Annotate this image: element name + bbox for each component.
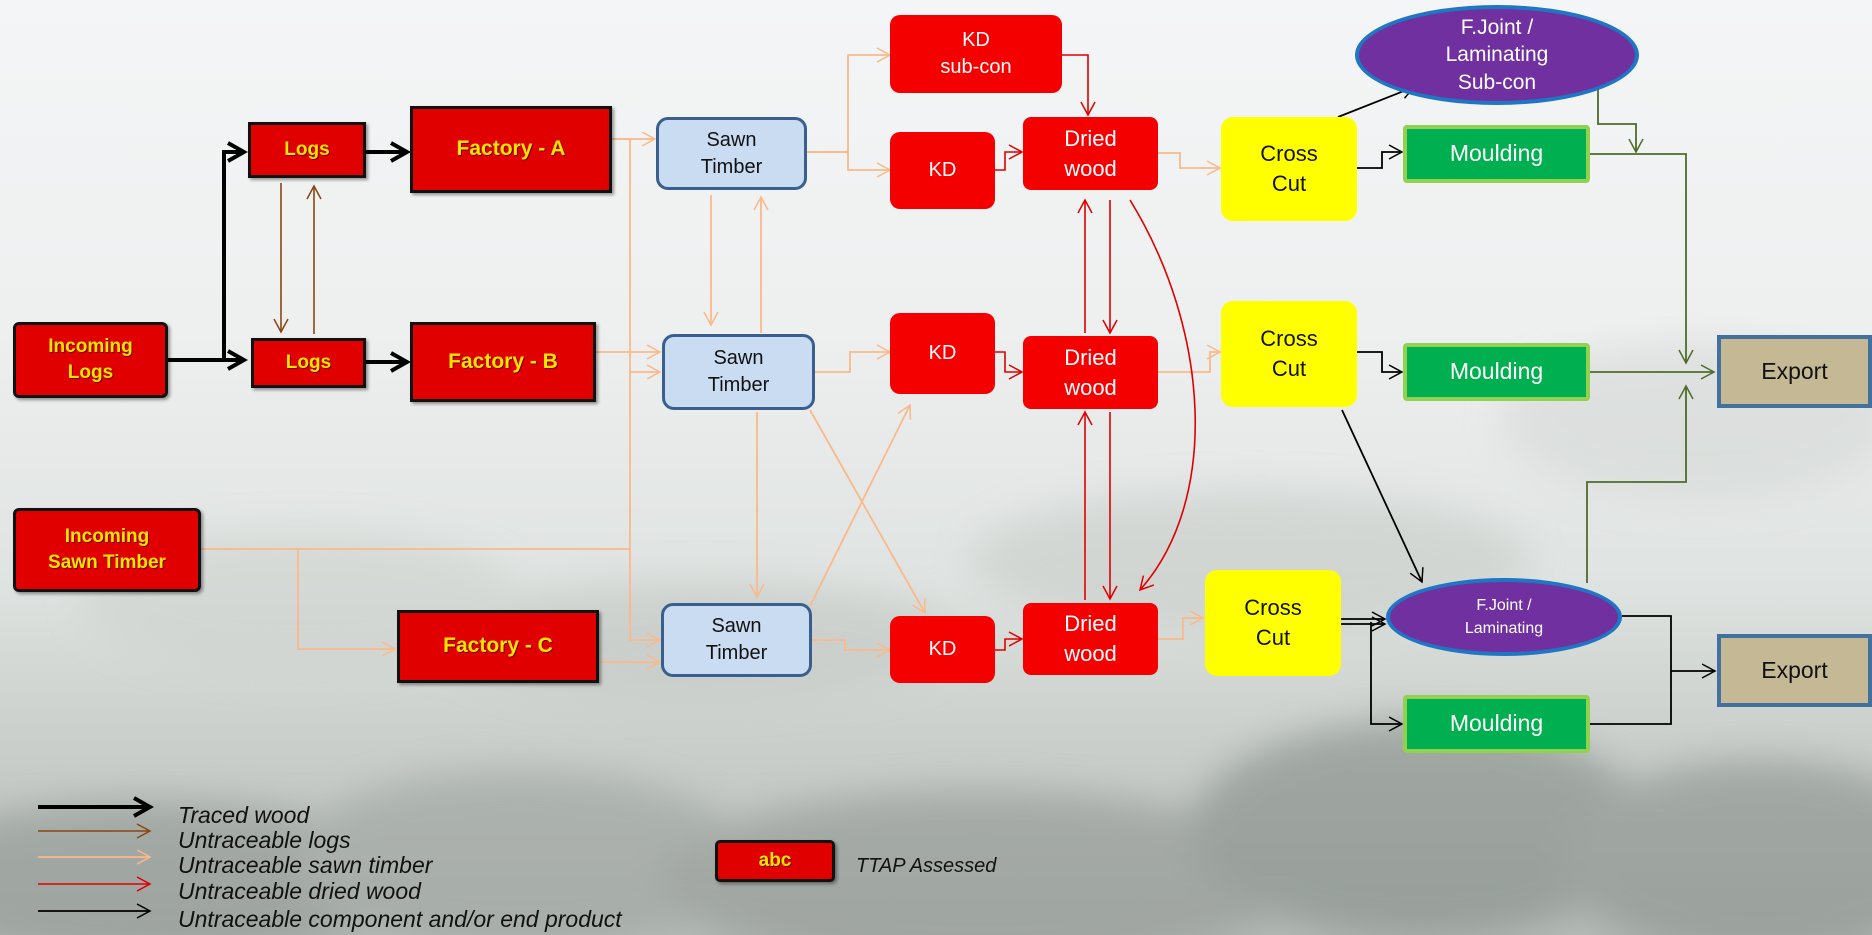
kd-2-node: KD (890, 313, 995, 394)
legend-ttap-label: TTAP Assessed (856, 855, 997, 877)
legend-logs-label: Untraceable logs (178, 827, 351, 853)
edge-factory-a-to-sawn-3 (629, 372, 662, 648)
dried-wood-2-node: Dried wood (1023, 336, 1158, 409)
edge-kd-3-to-dried-3 (995, 631, 1024, 651)
dried-wood-3-node: Dried wood (1023, 603, 1158, 675)
logs-top-node: Logs (248, 122, 366, 178)
edge-sawn-2-to-kd-3 (809, 409, 926, 615)
sawn-timber-3-node: Sawn Timber (661, 603, 812, 677)
edge-sawn-1-to-kd-1 (807, 151, 892, 178)
edge-dried-1-to-dried-3 (1129, 199, 1196, 592)
moulding-2-node: Moulding (1403, 343, 1590, 401)
edge-moulding-3-to-export-2 (1590, 671, 1672, 725)
logs-mid-node: Logs (251, 338, 366, 388)
kd-1-node: KD (890, 132, 995, 209)
edge-dried-2-to-cross-2 (1158, 344, 1222, 373)
legend-component-label: Untraceable component and/or end product (178, 906, 622, 932)
edge-kd-2-to-dried-2 (995, 351, 1024, 380)
edge-cross-1-to-moulding-1 (1357, 144, 1404, 169)
factory-b-node: Factory - B (410, 322, 596, 402)
cross-cut-3-node: Cross Cut (1205, 570, 1341, 676)
sawn-timber-2-node: Sawn Timber (662, 334, 815, 410)
moulding-1-node: Moulding (1403, 125, 1590, 183)
edge-cross-2-to-moulding-2 (1357, 351, 1404, 380)
sawn-timber-1-node: Sawn Timber (656, 117, 807, 190)
edge-dried-3-to-cross-3 (1158, 610, 1205, 640)
kd-3-node: KD (890, 616, 995, 683)
edge-factory-a-to-sawn-2 (612, 138, 662, 380)
kd-subcon-node: KD sub-con (890, 15, 1062, 93)
export-2-node: Export (1717, 634, 1872, 707)
legend-dried-label: Untraceable dried wood (178, 878, 421, 904)
fjoint-laminating-subcon-node: F.Joint / Laminating Sub-con (1355, 5, 1639, 105)
export-1-node: Export (1717, 335, 1872, 408)
legend-ttap-sample: abc (715, 840, 835, 882)
moulding-3-node: Moulding (1403, 695, 1590, 753)
edge-fj-lam-to-export-1 (1586, 384, 1694, 583)
cross-cut-2-node: Cross Cut (1221, 301, 1357, 407)
fjoint-laminating-node: F.Joint / Laminating (1386, 578, 1622, 656)
edge-incoming-logs-to-logs-top (168, 152, 244, 362)
cross-cut-1-node: Cross Cut (1221, 117, 1357, 221)
edge-sawn-3-to-kd-2 (809, 403, 912, 607)
factory-c-node: Factory - C (397, 610, 599, 683)
edge-sawn-3-to-kd-3 (810, 639, 892, 658)
edge-fj-subcon-to-moulding-1 (1597, 89, 1644, 154)
legend-sawn-label: Untraceable sawn timber (178, 852, 433, 878)
edge-sawn-2-to-kd-2 (815, 344, 892, 373)
dried-wood-1-node: Dried wood (1023, 117, 1158, 190)
edge-sawn-1-to-kd-subcon (807, 47, 892, 153)
edge-moulding-1-to-export-1 (1590, 153, 1694, 365)
edge-dried-1-to-cross-1 (1158, 152, 1222, 176)
incoming-logs-node: Incoming Logs (13, 322, 168, 398)
edge-cross-3-to-moulding-3 (1370, 622, 1404, 732)
legend-traced-label: Traced wood (178, 802, 310, 828)
edge-cross-2-to-fj-lam (1341, 409, 1424, 584)
factory-a-node: Factory - A (410, 106, 612, 193)
edge-incoming-sawn-to-factory-c (297, 549, 397, 657)
legend-arrows (38, 807, 150, 919)
edge-fj-lam-to-export-2 (1622, 615, 1717, 679)
edge-kd-1-to-dried-1 (995, 144, 1024, 171)
edge-kd-subcon-to-dried-1 (1060, 54, 1096, 117)
incoming-sawn-timber-node: Incoming Sawn Timber (13, 508, 201, 592)
